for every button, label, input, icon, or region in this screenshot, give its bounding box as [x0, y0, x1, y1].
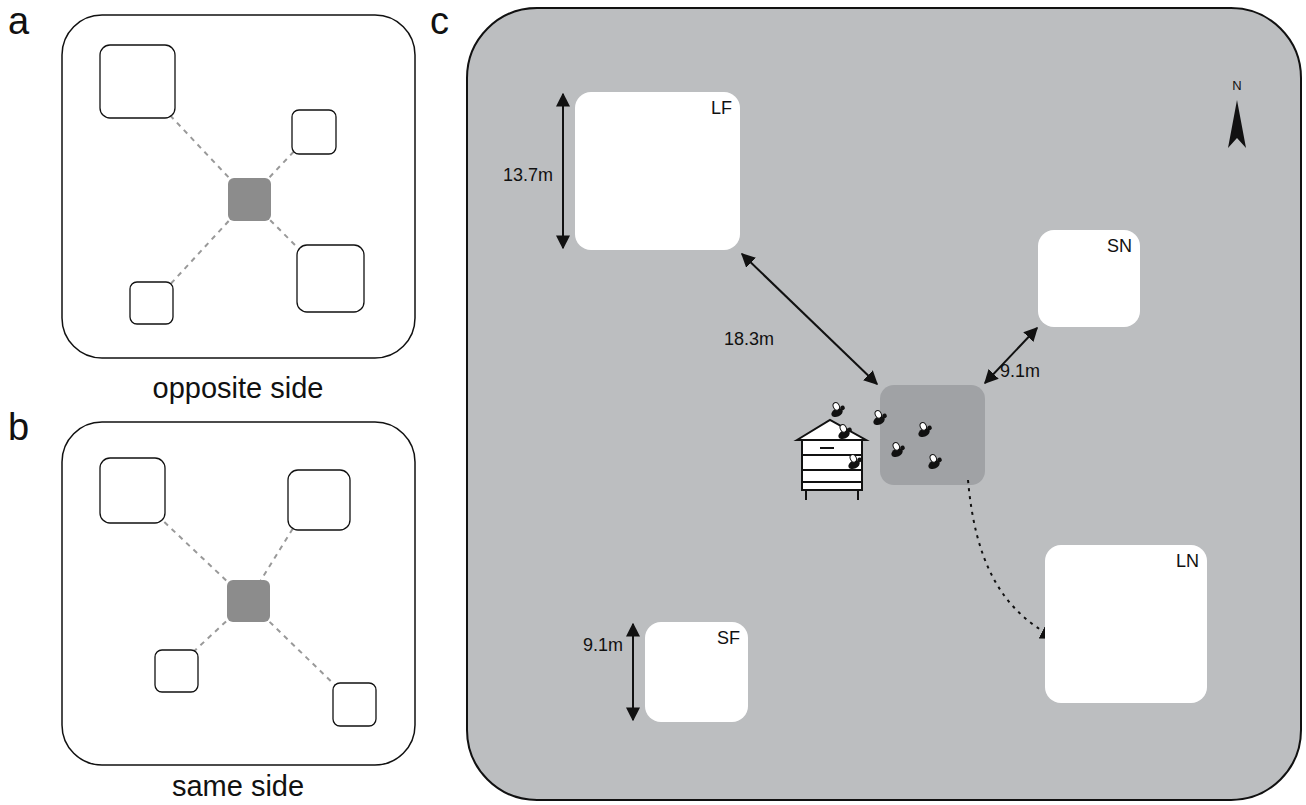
panel-letter: b: [8, 408, 29, 446]
panel-caption: same side: [172, 772, 304, 801]
plot-box: LN: [1045, 545, 1207, 703]
north-arrow: [1228, 100, 1246, 148]
dimension-label: 9.1m: [1000, 362, 1040, 380]
field: [467, 8, 1301, 800]
dimension-label: 13.7m: [503, 166, 553, 184]
plot-box: SN: [1038, 230, 1140, 327]
panel-a: [62, 15, 415, 358]
plot-label: LF: [711, 98, 732, 119]
plot-box: LF: [575, 92, 740, 250]
bees: [827, 400, 944, 471]
dimension-label: 18.3m: [724, 330, 774, 348]
plot-label: SF: [717, 628, 740, 649]
plot-box: SF: [645, 622, 748, 722]
panel-letter: a: [8, 2, 29, 40]
flight-path: [968, 480, 1055, 638]
hive-icon: [797, 420, 866, 500]
panel-letter: c: [430, 2, 449, 40]
compass-label: N: [1232, 79, 1241, 92]
hive-area: [880, 385, 985, 485]
plot-label: LN: [1176, 551, 1199, 572]
plot-label: SN: [1107, 236, 1132, 257]
panel-b: [62, 422, 415, 765]
dimension-label: 9.1m: [583, 636, 623, 654]
panel-caption: opposite side: [153, 374, 324, 403]
